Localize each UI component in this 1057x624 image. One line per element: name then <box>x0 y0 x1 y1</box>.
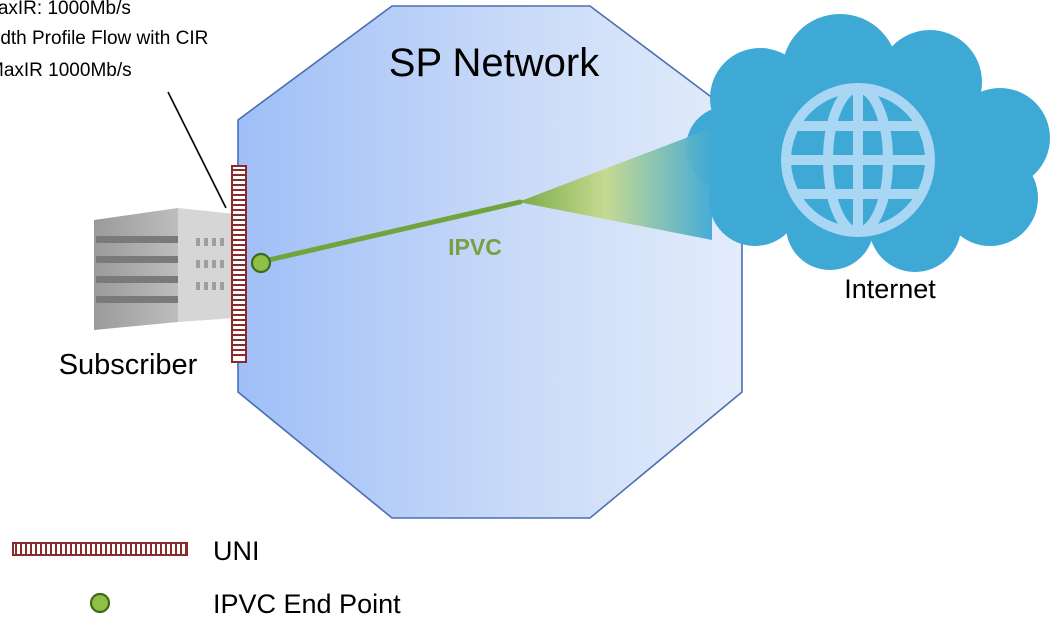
globe-icon <box>781 83 935 237</box>
uni-bar <box>231 165 247 363</box>
ipvc-end-point <box>250 252 272 274</box>
annotation-line-1: MaxIR: 1000Mb/s <box>0 0 131 19</box>
legend-uni-swatch <box>12 542 188 556</box>
internet-label: Internet <box>844 274 936 304</box>
legend-uni-label: UNI <box>213 536 260 566</box>
legend-endpoint-label: IPVC End Point <box>213 589 401 619</box>
subscriber-label: Subscriber <box>59 349 198 381</box>
annotation: MaxIR: 1000Mb/s Bandwidth Profile Flow w… <box>0 0 227 209</box>
building-icon <box>94 208 236 330</box>
sp-network-title: SP Network <box>389 41 600 85</box>
ipvc-beam <box>518 128 712 240</box>
legend-endpoint-swatch <box>89 592 111 614</box>
annotation-line-2: Bandwidth Profile Flow with CIR <box>0 28 208 49</box>
legend: UNI IPVC End Point <box>12 536 401 619</box>
annotation-pointer-line <box>167 91 227 209</box>
internet-cloud <box>686 14 1050 272</box>
ipvc-line <box>257 199 523 265</box>
annotation-line-3: MaxIR 1000Mb/s <box>0 60 132 81</box>
ipvc-label: IPVC <box>448 234 502 260</box>
